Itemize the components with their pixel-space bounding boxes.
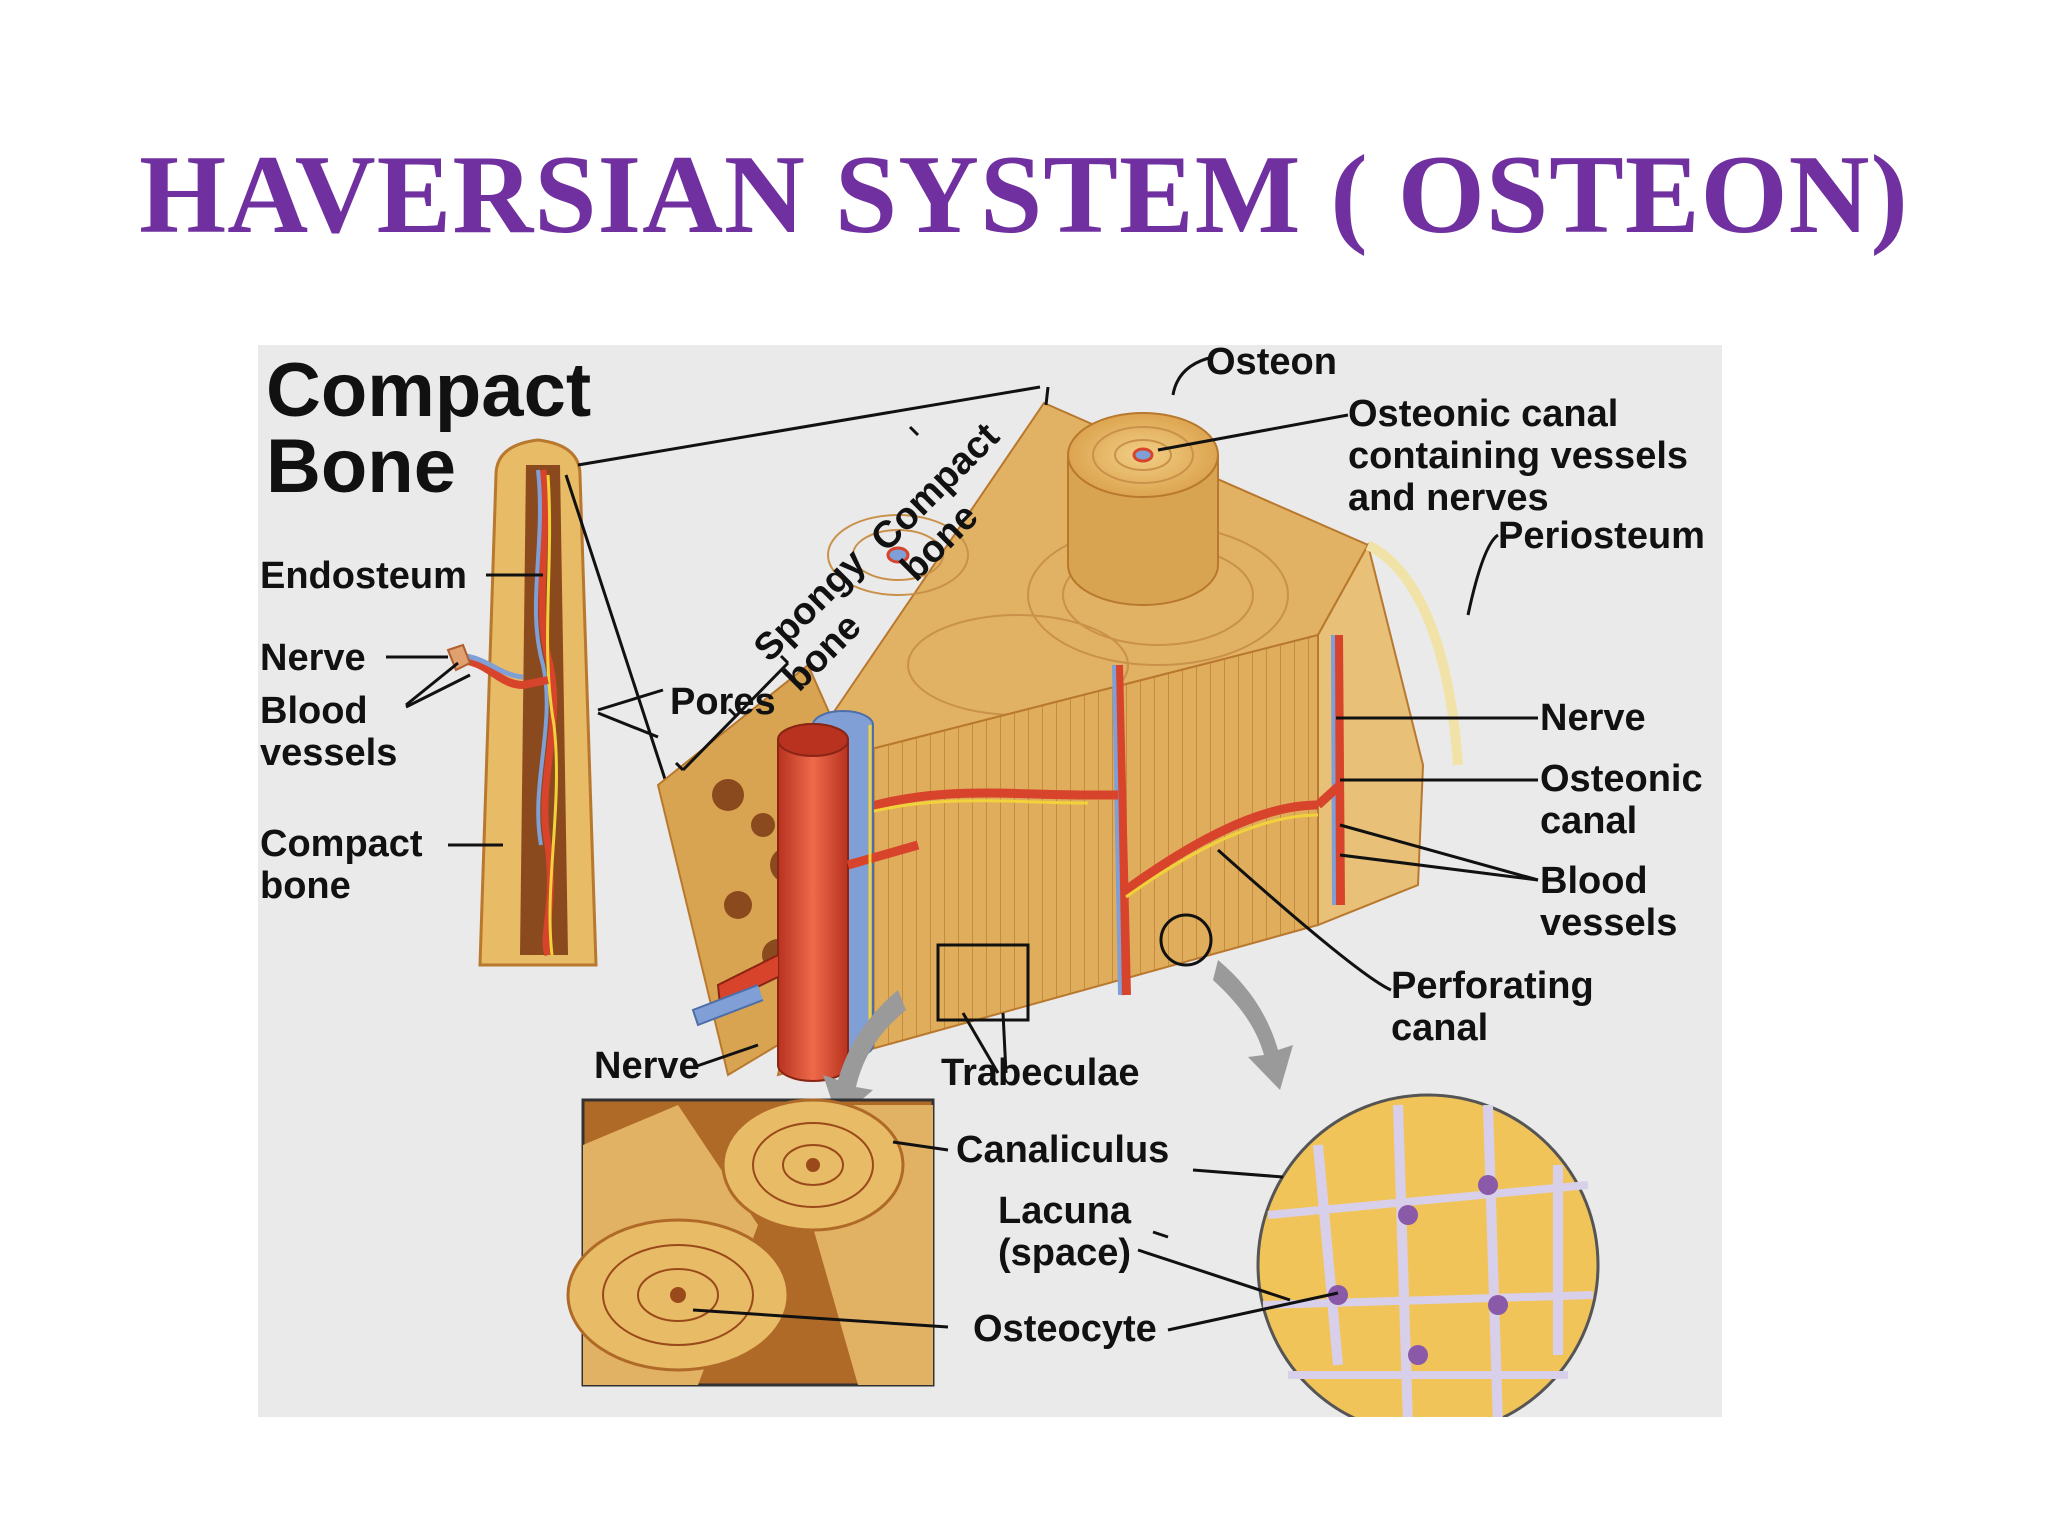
label-blood-vessels-right: Blood vessels (1540, 860, 1678, 944)
label-nerve-right: Nerve (1540, 697, 1646, 739)
label-lacuna: Lacuna (space) (998, 1190, 1132, 1274)
label-trabeculae: Trabeculae (941, 1052, 1140, 1094)
label-periosteum: Periosteum (1498, 515, 1705, 557)
label-canaliculus: Canaliculus (956, 1129, 1170, 1171)
slide-title: HAVERSIAN SYSTEM ( OSTEON) (139, 133, 1909, 257)
label-nerve-left: Nerve (260, 637, 366, 679)
label-pores: Pores (670, 681, 776, 723)
label-osteocyte: Osteocyte (973, 1308, 1157, 1350)
label-blood-vessels-left: Blood vessels (260, 690, 398, 774)
leader-lines (386, 355, 1539, 1332)
label-osteon: Osteon (1206, 345, 1337, 383)
bone-block (656, 386, 1463, 1082)
heading-compact: Compact (266, 348, 592, 433)
heading-bone: Bone (266, 424, 456, 509)
label-nerve-bottom: Nerve (594, 1045, 700, 1087)
compact-bone-diagram: Compact Bone Endosteum Nerve Blood vesse… (258, 345, 1722, 1417)
trabeculae-inset (566, 1098, 935, 1387)
label-compact-bone-left: Compact bone (260, 823, 423, 907)
lacunae-inset (1256, 1093, 1600, 1417)
long-bone-section (446, 438, 598, 967)
label-osteonic-canal: Osteonic canal (1540, 758, 1703, 842)
label-endosteum: Endosteum (260, 555, 467, 597)
label-perforating-canal: Perforating canal (1391, 965, 1594, 1049)
bone-illustration (386, 355, 1600, 1417)
label-osteonic-canal-vessels: Osteonic canal containing vessels and ne… (1348, 393, 1689, 519)
